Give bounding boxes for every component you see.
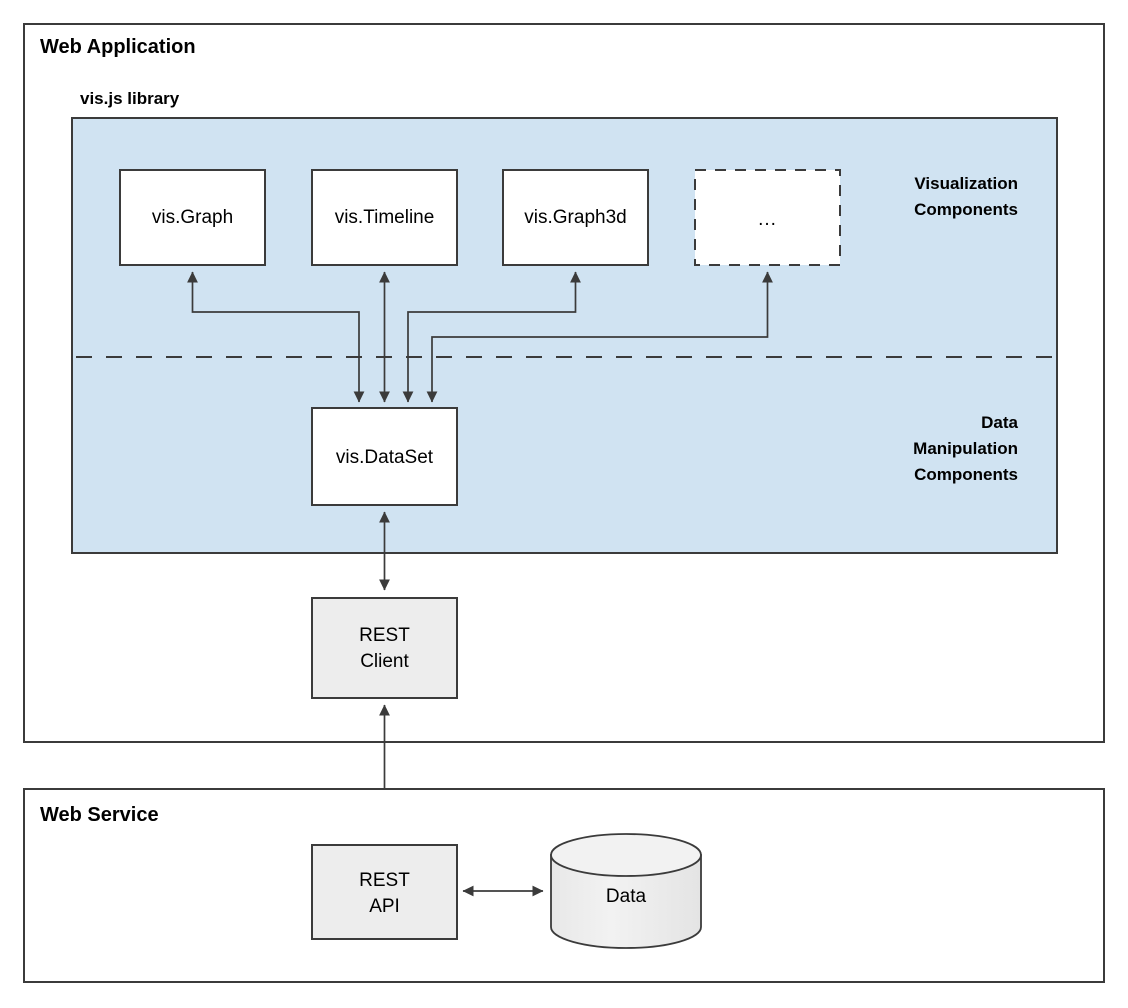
- node-vis-graph[interactable]: [119, 169, 266, 266]
- node-rest-api[interactable]: [311, 844, 458, 940]
- node-data-store-label: Data: [606, 886, 647, 907]
- side-label-visualization-line2: Components: [914, 200, 1018, 219]
- node-rest-api-label-line2: API: [369, 896, 400, 917]
- frame-web-application-title: Web Application: [40, 36, 196, 58]
- node-rest-client[interactable]: [311, 597, 458, 699]
- node-vis-graph3d[interactable]: [502, 169, 649, 266]
- side-label-data-manipulation-line2: Manipulation: [913, 439, 1018, 458]
- node-rest-api-label-line1: REST: [359, 870, 410, 891]
- node-more[interactable]: [694, 169, 841, 266]
- side-label-data-manipulation-line3: Components: [914, 465, 1018, 484]
- node-rest-client-label-line1: REST: [359, 625, 410, 646]
- frame-web-service-title: Web Service: [40, 804, 159, 826]
- side-label-visualization-line1: Visualization: [914, 174, 1018, 193]
- node-rest-client-label-line2: Client: [360, 651, 409, 672]
- node-more-label: ...: [758, 209, 777, 230]
- node-vis-graph-label: vis.Graph: [152, 207, 233, 228]
- library-panel-title: vis.js library: [80, 89, 180, 108]
- side-label-data-manipulation-line1: Data: [981, 413, 1018, 432]
- node-vis-timeline[interactable]: [311, 169, 458, 266]
- node-vis-graph3d-label: vis.Graph3d: [524, 207, 626, 228]
- node-data-store[interactable]: Data: [550, 833, 702, 949]
- node-vis-dataset[interactable]: [311, 407, 458, 506]
- node-vis-dataset-label: vis.DataSet: [336, 447, 434, 468]
- connector-vis-graph-dataset: [186, 271, 365, 403]
- connector-more-dataset: [426, 271, 774, 403]
- node-vis-timeline-label: vis.Timeline: [335, 207, 435, 228]
